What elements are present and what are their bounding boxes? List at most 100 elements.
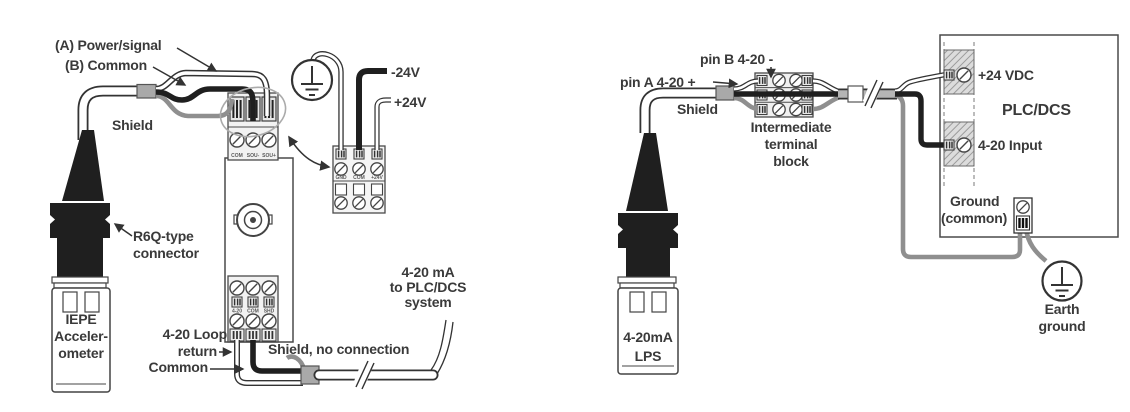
sensor-label-line1: IEPE [65, 311, 96, 327]
input-wire [895, 91, 946, 148]
earth-label-line2: ground [1038, 318, 1085, 334]
left-wiring-diagram: COM SOU- SOU+ 4-20 COM SHD [50, 37, 467, 393]
sensor-body [617, 287, 679, 375]
sensor-label-line1: 4-20mA [623, 329, 672, 345]
screw-icon [772, 102, 786, 117]
screw-icon [956, 67, 972, 83]
wire-clamp-icon [371, 148, 383, 160]
connector-hex-nut [618, 213, 678, 248]
plc-24vdc-label: +24 VDC [978, 67, 1034, 83]
pos24v-wire-outline [374, 97, 391, 150]
r6q-arrow [113, 223, 133, 237]
cable-ferrule [715, 85, 735, 101]
sensor-crown-notch [62, 291, 78, 313]
shield-to-ground-wire [894, 92, 1023, 260]
earth-ground-icon [290, 58, 334, 102]
shield-label: Shield [112, 117, 153, 133]
sensor-crown-notch [629, 291, 645, 313]
plc-input-label: 4-20 Input [978, 137, 1043, 153]
common-return-wire [250, 340, 303, 374]
sensor-label-line2: LPS [635, 348, 662, 364]
cable-break-icon [862, 79, 884, 109]
plus24-wire [894, 73, 947, 93]
sensor-cable-core [641, 89, 718, 133]
screw-icon [334, 162, 348, 176]
wire-clamp-icon [756, 74, 768, 87]
screw-icon [245, 280, 261, 296]
psu-ground-wire [311, 52, 343, 150]
terminal-label: COM [231, 153, 243, 159]
common-label: Common [149, 359, 208, 375]
connector-barrel [626, 248, 670, 277]
output-wire-line [436, 321, 454, 375]
screw-icon [229, 313, 245, 329]
screw-icon [370, 162, 384, 176]
break-gap [353, 364, 372, 387]
shield-label: Shield [677, 101, 718, 117]
break-slash [870, 81, 884, 109]
terminal-label: 4-20 [232, 309, 242, 315]
block-label-line1: Intermediate [751, 119, 832, 135]
wire-clamp-icon [261, 328, 277, 342]
neg24v-wire [356, 68, 387, 150]
pos24v-wire [375, 98, 391, 150]
wire-clamp-icon [263, 296, 275, 308]
earth-ground-icon [1041, 260, 1083, 302]
common-callout-arrow [152, 66, 187, 86]
terminal-label: COM [247, 309, 259, 315]
output-wire-line [430, 319, 447, 371]
module-bottom-terminal-block: 4-20 COM SHD [227, 275, 279, 343]
wire-clamp-icon [801, 74, 813, 87]
earth-label-line1: Earth [1045, 301, 1080, 317]
bnc-pin [250, 217, 256, 223]
output-label-line3: system [404, 294, 451, 310]
connector-boot [62, 130, 104, 201]
cable-ferrule [136, 83, 157, 99]
r6q-label-line2: connector [133, 245, 200, 261]
iepe-accelerometer: IEPE Acceler- ometer [50, 130, 111, 393]
sensor-cable [77, 83, 157, 140]
output-label-line2: to PLC/DCS [390, 279, 467, 295]
screw-icon [789, 102, 803, 117]
loop-return-label-line1: 4-20 Loop [163, 326, 227, 342]
wire-clamp-icon [943, 139, 955, 151]
shield-wire-out [812, 94, 841, 112]
pos24v-label: +24V [394, 94, 427, 110]
screw-icon [370, 196, 384, 210]
plc-dcs-box: +24 VDC PLC/DCS 4-20 Input Ground (commo… [939, 34, 1119, 238]
sensor-body [51, 287, 111, 393]
break-slash [361, 362, 375, 390]
wire-clamp-icon [245, 328, 261, 342]
power-signal-wire [155, 71, 269, 116]
terminal-label: COM [353, 175, 365, 181]
connector-boot [626, 133, 668, 211]
power-signal-arrow [176, 47, 218, 72]
wire-clamp-icon [756, 103, 768, 116]
power-signal-label: (A) Power/signal [55, 37, 161, 53]
highlight-ellipse [219, 86, 287, 138]
pin-a-wire-out [812, 79, 841, 94]
cable-jacket-core [79, 87, 140, 140]
screw-icon [352, 162, 366, 176]
screw-icon [229, 280, 245, 296]
r6q-label-line1: R6Q-type [133, 228, 194, 244]
loop-return-wire [235, 340, 303, 385]
block-label-line2: terminal [765, 136, 818, 152]
connection-double-arrow [288, 135, 331, 171]
sensor-label-line2: Acceler- [54, 328, 108, 344]
shield-wire [733, 95, 759, 112]
shield-wire [155, 93, 235, 119]
wire-clamp-icon [247, 296, 259, 308]
common-callout-label: (B) Common [65, 57, 147, 73]
connector-hex-nut [50, 203, 110, 238]
wire-clamp-icon [353, 148, 365, 160]
common-wire [155, 86, 256, 121]
psu-terminal-block: GND COM +24V [332, 145, 386, 214]
psu-lower-port [352, 183, 366, 196]
plc-dcs-label: PLC/DCS [1002, 102, 1071, 119]
shield-nc-label: Shield, no connection [268, 341, 409, 357]
cable-break-icon [353, 360, 375, 390]
screw-icon [261, 280, 277, 296]
lps-sensor: 4-20mA LPS [617, 133, 679, 375]
